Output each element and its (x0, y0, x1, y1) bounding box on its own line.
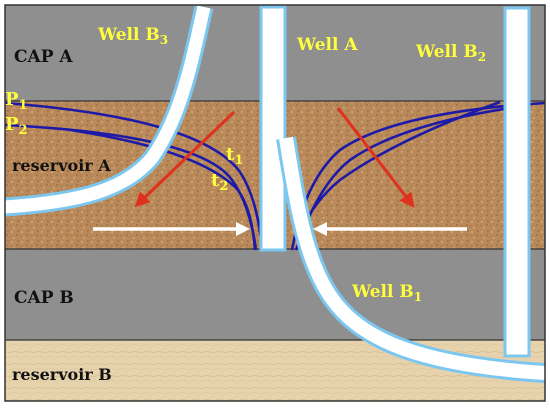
reservoir-b-label: reservoir B (12, 365, 112, 384)
cap-b-label: CAP B (14, 288, 74, 308)
pressure-curve-p1 (4, 101, 264, 251)
reservoir-a-label: reservoir A (12, 156, 111, 175)
well-b2-label-base: Well B (415, 42, 478, 62)
well-b3-label-base: Well B (97, 25, 160, 45)
cap-a-label: CAP A (14, 47, 73, 67)
well-b1-label-sub: 1 (414, 290, 422, 304)
well-b2-label-sub: 2 (478, 50, 486, 64)
well-b2 (503, 6, 531, 358)
t1-label-base: t (226, 144, 235, 165)
well-b3 (4, 5, 211, 214)
well-b3-label-sub: 3 (160, 33, 168, 47)
cap-b-layer (5, 249, 545, 340)
p1-label-sub: 1 (19, 98, 28, 113)
pressure-curves (4, 100, 546, 251)
well-a (259, 5, 287, 252)
well-b1-label: Well B1 (351, 282, 422, 304)
well-b1-label-base: Well B (351, 282, 414, 302)
flow-arrow-right (336, 107, 415, 208)
t2-label: t2 (211, 170, 228, 194)
well-b3-label: Well B3 (97, 25, 168, 47)
pressure-curve-inner (69, 128, 257, 251)
well-a-label: Well A (296, 35, 358, 55)
t2-label-sub: 2 (219, 179, 228, 194)
p2-label-base: P (5, 114, 19, 135)
diagram-frame (4, 4, 546, 402)
t2-label-base: t (211, 170, 220, 191)
p2-label-sub: 2 (19, 123, 28, 138)
well-b1 (279, 136, 546, 380)
t1-label: t1 (226, 144, 243, 168)
p1-label: P1 (5, 89, 28, 113)
p2-label: P2 (5, 114, 28, 138)
flow-arrow-left (134, 110, 236, 208)
pressure-curve-right-3 (296, 100, 501, 236)
well-b2-label: Well B2 (415, 42, 486, 64)
p1-label-base: P (5, 89, 19, 110)
t1-label-sub: 1 (234, 153, 243, 168)
